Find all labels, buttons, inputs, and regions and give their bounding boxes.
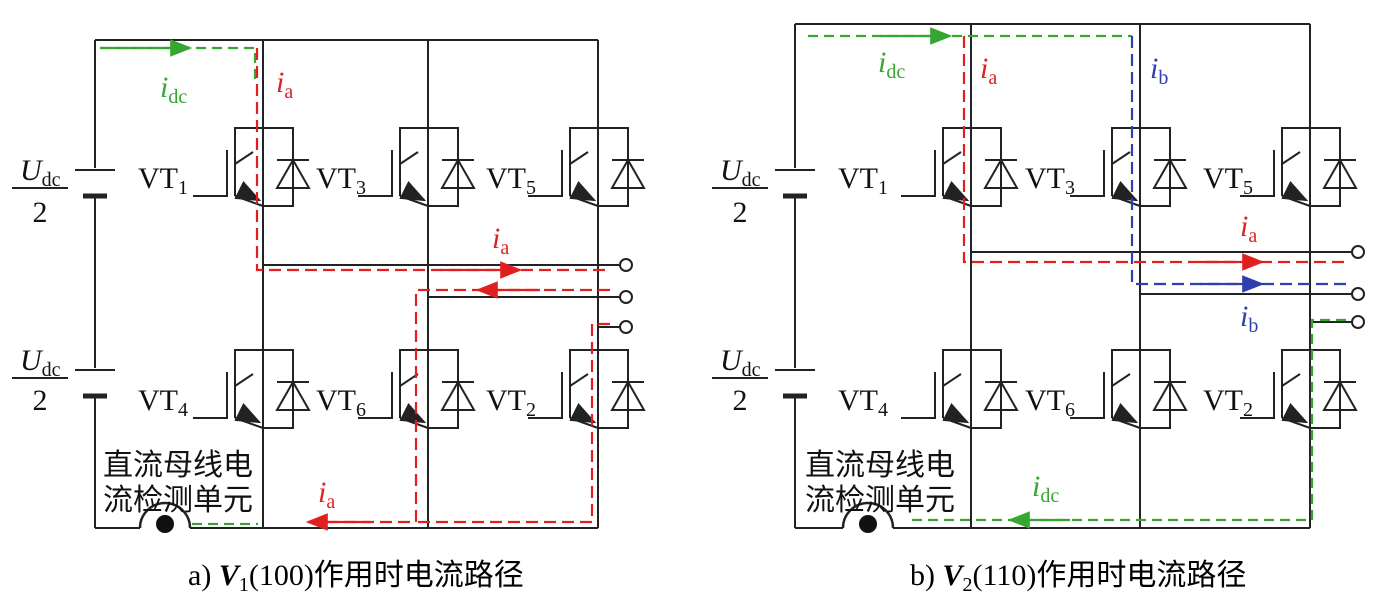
path-ia: [962, 36, 1346, 264]
diode-icon: [440, 379, 476, 411]
current-sensor-ring: [138, 501, 192, 529]
terminal-c: [619, 320, 633, 334]
igbt-cell: VT5: [486, 127, 646, 207]
caption-b: b) V2(110)作用时电流路径: [910, 559, 1246, 594]
path-idc: [100, 46, 257, 80]
igbt-collector: [1281, 349, 1310, 368]
switch-label: VT6: [1025, 384, 1075, 421]
battery-top: [75, 169, 115, 199]
path-ib: [1130, 36, 1346, 286]
current-sensor-core: [859, 515, 877, 533]
path-ic-return: [416, 322, 610, 524]
igbt-collector: [234, 127, 263, 146]
diode-icon: [1152, 379, 1188, 411]
caption-a: a) V1(100)作用时电流路径: [188, 559, 524, 594]
switch-label: VT5: [486, 162, 536, 199]
path-ia-out: [255, 48, 610, 272]
igbt-collector: [399, 349, 428, 368]
igbt-cell: VT1: [838, 127, 1019, 207]
igbt-cell: VT6: [316, 349, 476, 429]
terminal-b: [1351, 287, 1365, 301]
igbt-collector: [1281, 127, 1310, 146]
udc-top-denominator: 2: [33, 196, 48, 229]
switch-label: VT2: [486, 384, 536, 421]
diode-icon: [610, 157, 646, 189]
label-ib-top: ib: [1150, 52, 1168, 89]
igbt-cell: VT5: [1203, 127, 1358, 207]
diode-icon: [1322, 157, 1358, 189]
igbt-collector: [234, 349, 263, 368]
udc-bottom-denominator: 2: [33, 384, 48, 417]
igbt-cell: VT4: [838, 349, 1019, 429]
igbt-collector: [942, 127, 971, 146]
igbt-collector: [1111, 349, 1140, 368]
igbt-collector: [942, 349, 971, 368]
switch-label: VT1: [838, 162, 888, 199]
igbt-cell: VT3: [316, 127, 476, 207]
diode-icon: [983, 379, 1019, 411]
switch-label: VT4: [138, 384, 188, 421]
igbt-collector: [569, 349, 598, 368]
diode-icon: [610, 379, 646, 411]
diode-icon: [1322, 379, 1358, 411]
current-sensor-core: [156, 515, 174, 533]
label-ia-bottom: ia: [318, 476, 335, 513]
switch-label: VT1: [138, 162, 188, 199]
diode-icon: [1152, 157, 1188, 189]
label-idc-top: idc: [878, 46, 905, 83]
udc-top-denominator: 2: [733, 196, 748, 229]
igbt-collector: [1111, 127, 1140, 146]
switch-label: VT3: [1025, 162, 1075, 199]
switch-label: VT5: [1203, 162, 1253, 199]
label-ia-top: ia: [276, 66, 293, 103]
udc-bottom-label: Udc: [720, 344, 761, 381]
igbt-cell: VT6: [1025, 349, 1188, 429]
udc-top-label: Udc: [20, 154, 61, 191]
current-sensor-ring: [841, 501, 895, 529]
switch-label: VT2: [1203, 384, 1253, 421]
sensor-label-line1: 直流母线电: [805, 448, 955, 483]
diode-icon: [983, 157, 1019, 189]
terminal-b: [619, 290, 633, 304]
battery-bottom: [75, 369, 115, 399]
terminal-c: [1351, 315, 1365, 329]
switch-label: VT4: [838, 384, 888, 421]
switch-label: VT3: [316, 162, 366, 199]
udc-bottom-label: Udc: [20, 344, 61, 381]
battery-bottom: [775, 369, 815, 399]
label-idc: idc: [160, 71, 187, 108]
label-idc-bottom: idc: [1032, 470, 1059, 507]
switch-label: VT6: [316, 384, 366, 421]
label-ib-mid: ib: [1240, 300, 1258, 337]
diode-icon: [440, 157, 476, 189]
diode-icon: [275, 157, 311, 189]
sensor-label-line1: 直流母线电: [103, 448, 253, 483]
igbt-cell: VT2: [1203, 349, 1358, 429]
udc-bottom-denominator: 2: [733, 384, 748, 417]
igbt-cell: VT4: [138, 349, 311, 429]
igbt-collector: [399, 127, 428, 146]
udc-top-label: Udc: [720, 154, 761, 191]
diode-icon: [275, 379, 311, 411]
sensor-label-line2: 流检测单元: [103, 483, 253, 518]
path-idc-return: [912, 318, 1346, 522]
igbt-cell: VT3: [1025, 127, 1188, 207]
battery-top: [775, 169, 815, 199]
label-ia-top: ia: [980, 52, 997, 89]
terminal-a: [619, 258, 633, 272]
terminal-a: [1351, 245, 1365, 259]
label-ia-mid: ia: [492, 222, 509, 259]
igbt-cell: VT1: [138, 127, 311, 207]
label-ia-mid: ia: [1240, 210, 1257, 247]
igbt-collector: [569, 127, 598, 146]
sensor-label-line2: 流检测单元: [805, 483, 955, 518]
igbt-cell: VT2: [486, 349, 646, 429]
